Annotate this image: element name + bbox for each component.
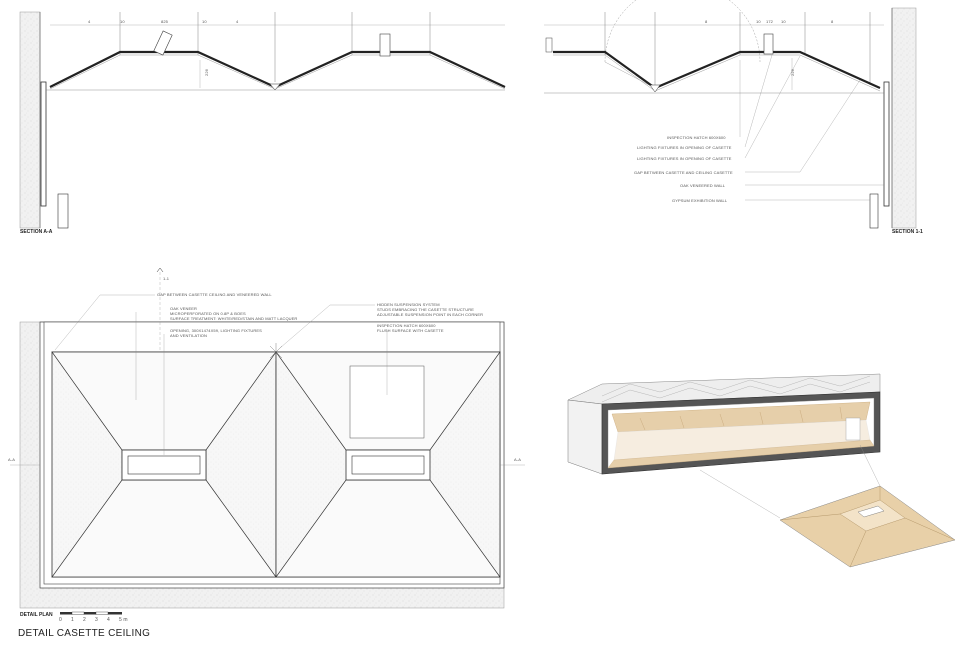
casette-profile-11 <box>553 50 881 90</box>
note-plan-oak: OAK VENEER <box>170 306 198 311</box>
dim-aa-1: 4 <box>88 19 91 24</box>
note-plan-oak-d2: SURFACE TREATMENT: WHITE/RED/STAIN AND M… <box>170 316 298 321</box>
note-plan-opening2: AND VENTILATION <box>170 333 207 338</box>
note-11-light2: LIGHTING FIXTURES IN OPENING OF CASETTE <box>637 156 732 161</box>
section-aa <box>19 11 506 229</box>
note-plan-gap: GAP BETWEEN CASETTE CEILING AND VENEERED… <box>157 292 272 297</box>
veneered-wall <box>40 81 47 207</box>
section-mark-aa-left: A-A <box>8 457 15 462</box>
wall-right <box>891 7 917 229</box>
dim-aa-2: 10 <box>120 19 125 24</box>
note-plan-oak-d1: MICROPERFORATED ON 0.8P & BOES <box>170 311 246 316</box>
dim-aa-4: 10 <box>202 19 207 24</box>
note-11-gypsum: GYPSUM EXHIBITION WALL <box>672 198 728 203</box>
scale-3: 3 <box>95 617 98 623</box>
wall-left <box>19 11 41 229</box>
axonometric-view <box>567 373 956 568</box>
dim-aa-height: 226 <box>203 69 209 76</box>
note-11-oak: OAK VENEERED WALL <box>680 183 726 188</box>
dim-aa-5: 4 <box>236 19 239 24</box>
section-11 <box>544 0 917 229</box>
note-plan-susp2: STUDS EMBRACING THE CASETTE STRUCTURE <box>377 307 474 312</box>
dim-11-5: 8 <box>831 19 834 24</box>
casette-profile-aa <box>49 50 506 89</box>
dim-11-2: 10 <box>756 19 761 24</box>
note-11-hatch: INSPECTION HATCH 600X600 <box>667 135 726 140</box>
dim-11-3: 172 <box>766 19 773 24</box>
dim-11-4: 10 <box>781 19 786 24</box>
dim-11-height: 226 <box>789 69 795 76</box>
note-11-gap: GAP BETWEEN CASETTE AND CEILING CASETTE <box>634 170 733 175</box>
note-plan-susp1: HIDDEN SUSPENSION SYSTEM <box>377 302 440 307</box>
exhibition-wall <box>57 193 69 229</box>
note-plan-susp3: ADJUSTABLE SUSPENSION POINT IN EACH CORN… <box>377 312 484 317</box>
drawing-title: DETAIL CASETTE CEILING <box>18 628 151 639</box>
note-plan-hatch1: INSPECTION HATCH 600X600 <box>377 323 436 328</box>
detail-plan-title: DETAIL PLAN <box>20 612 53 618</box>
scale-0: 0 <box>59 617 62 623</box>
note-plan-opening1: OPENING, 300X1474X59, LIGHTING FIXTURES <box>170 328 262 333</box>
dim-11-1: 8 <box>705 19 708 24</box>
scale-4: 4 <box>107 617 110 623</box>
scale-5: 5 m <box>119 617 128 623</box>
scale-2: 2 <box>83 617 86 623</box>
section-11-title: SECTION 1-1 <box>892 229 923 235</box>
scale-1: 1 <box>71 617 74 623</box>
light-fixture-aa-2 <box>379 33 391 57</box>
note-11-light1: LIGHTING FIXTURES IN OPENING OF CASETTE <box>637 145 732 150</box>
scale-bar <box>60 611 122 615</box>
section-aa-title: SECTION A-A <box>20 229 53 235</box>
section-mark-aa-right: A-A <box>514 457 521 462</box>
section-mark-11: 1-1 <box>163 276 170 281</box>
detail-plan <box>10 267 525 615</box>
dim-aa-3: 825 <box>161 19 168 24</box>
casette-plan-2 <box>275 351 501 578</box>
note-plan-hatch2: FLUSH SURFACE WITH CASETTE <box>377 328 444 333</box>
light-fixture-aa-1 <box>153 30 173 56</box>
